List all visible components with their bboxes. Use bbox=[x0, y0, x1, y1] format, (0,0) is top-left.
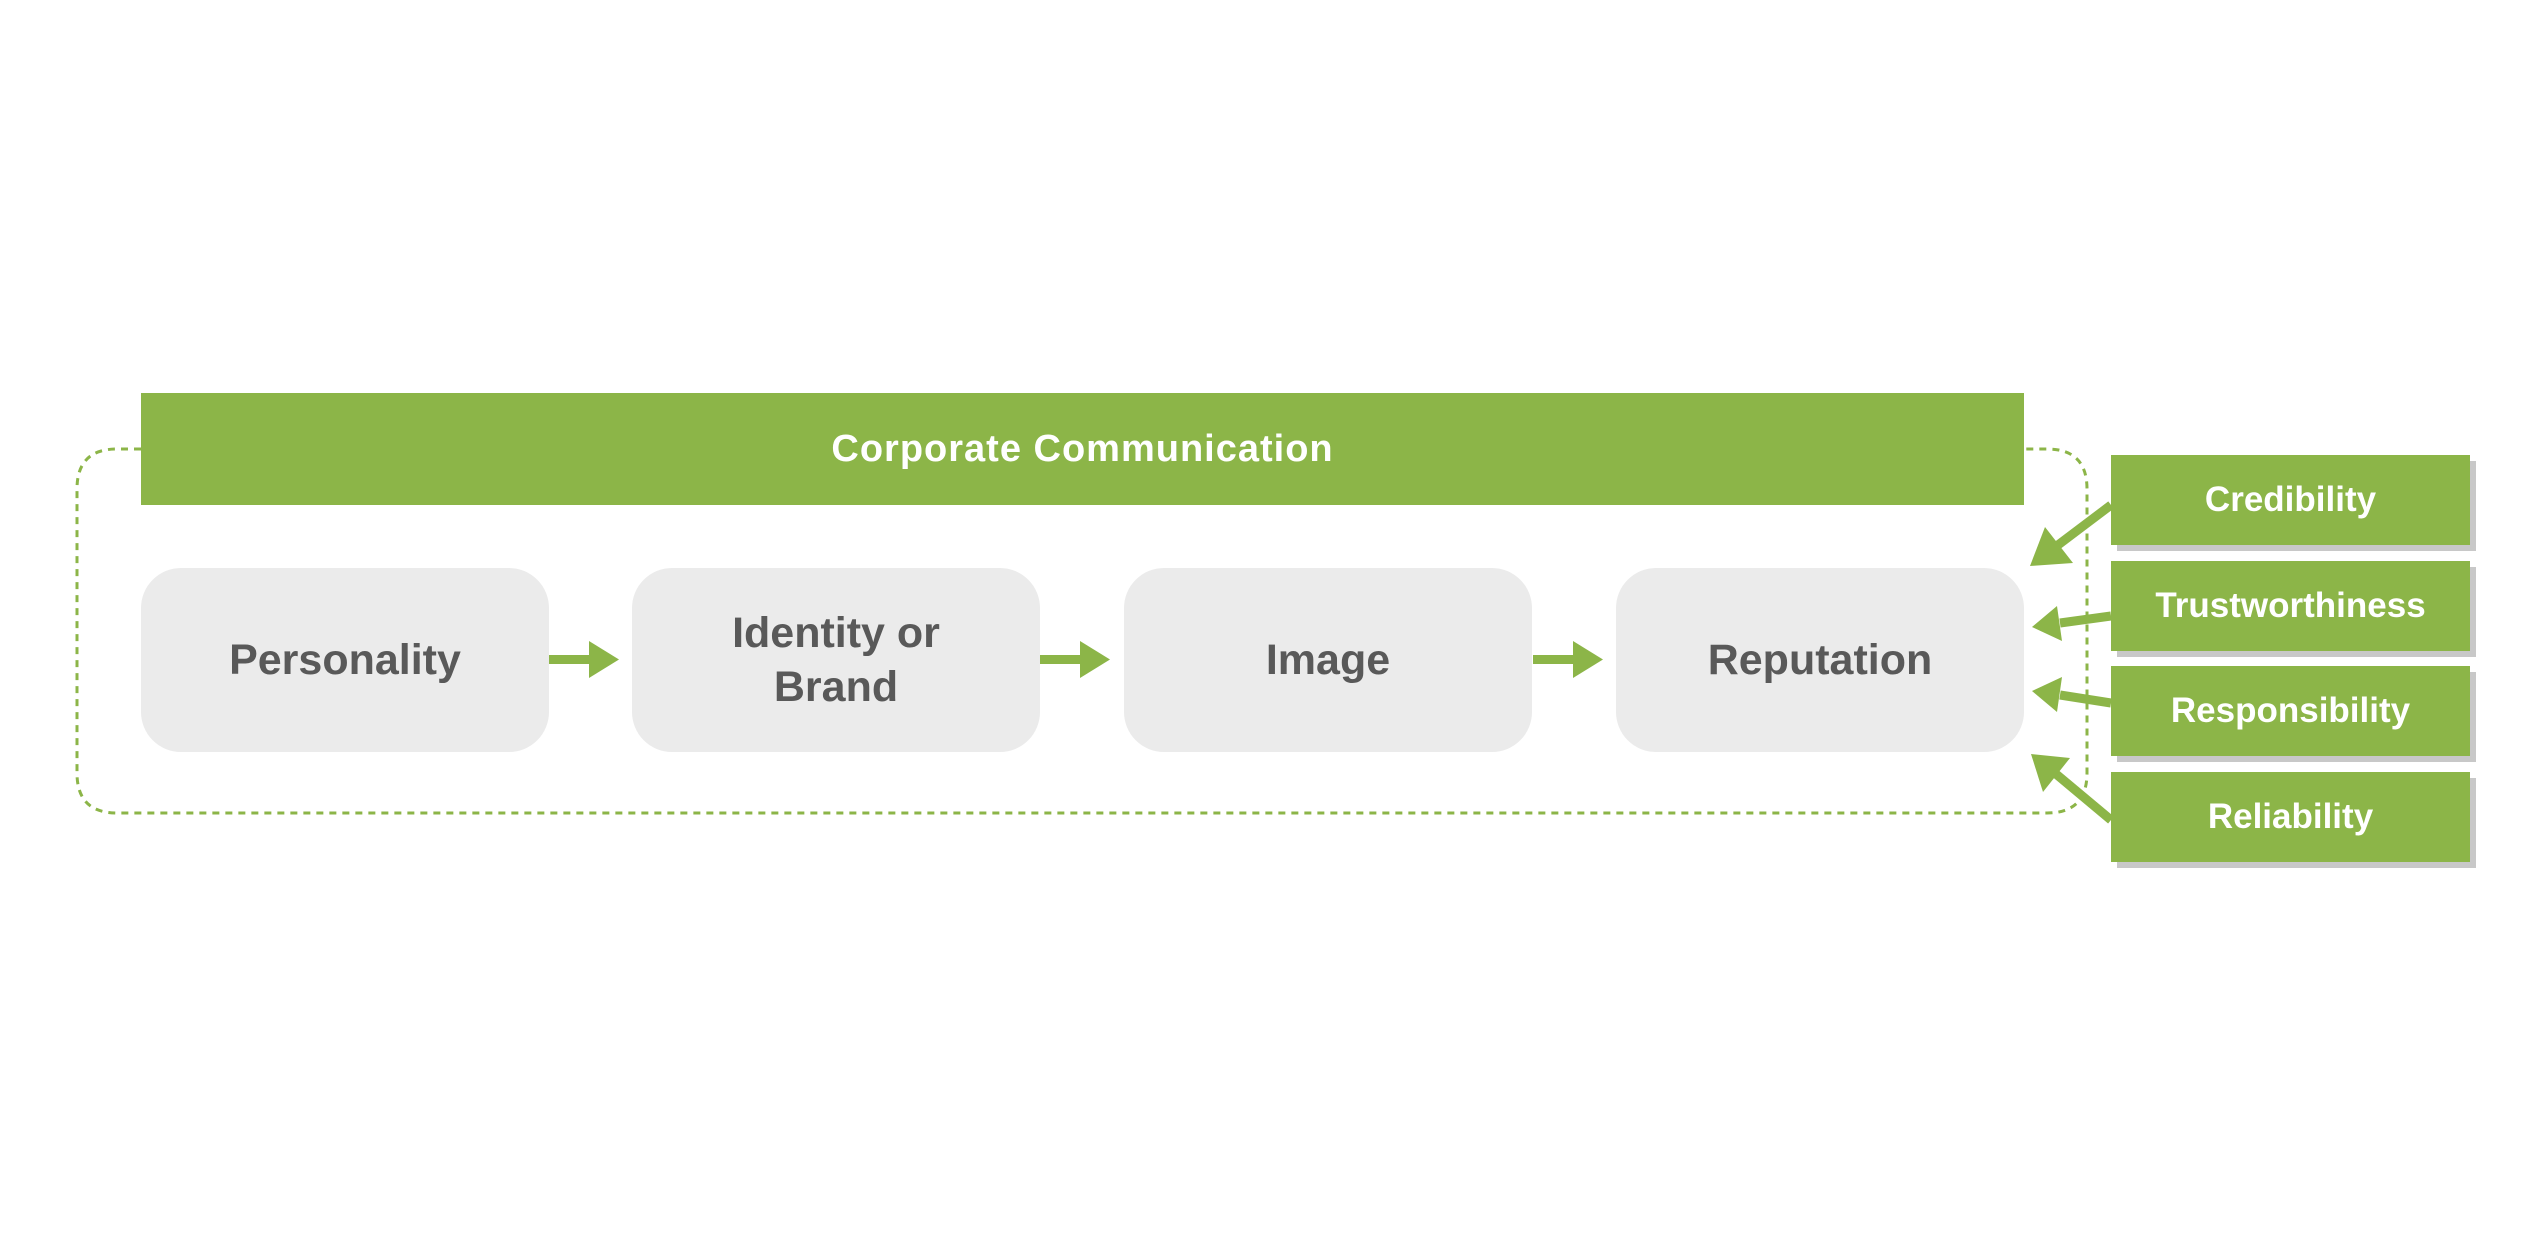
attribute-trustworthiness: Trustworthiness bbox=[2111, 561, 2470, 651]
attribute-label: Trustworthiness bbox=[2155, 586, 2426, 625]
communication-scope-border bbox=[75, 447, 2089, 815]
attribute-label: Responsibility bbox=[2170, 691, 2411, 730]
header-title: Corporate Communication bbox=[831, 427, 1334, 470]
attribute-label: Credibility bbox=[2204, 480, 2377, 519]
stage-label: Identity or Brand bbox=[732, 609, 940, 711]
stage-personality: Personality bbox=[141, 568, 549, 752]
attribute-arrow-trustworthiness bbox=[2032, 606, 2112, 641]
corporate-communication-bar: Corporate Communication bbox=[141, 393, 2024, 505]
attribute-credibility: Credibility bbox=[2111, 455, 2470, 545]
attribute-arrow-credibility bbox=[2030, 501, 2114, 566]
stage-image: Image bbox=[1124, 568, 1532, 752]
stage-identity-or-brand: Identity or Brand bbox=[632, 568, 1040, 752]
attribute-label: Reliability bbox=[2207, 797, 2374, 836]
attribute-arrow-responsibility bbox=[2032, 677, 2112, 712]
flow-arrow-1 bbox=[549, 641, 619, 678]
stage-label: Image bbox=[1265, 636, 1391, 684]
stage-reputation: Reputation bbox=[1616, 568, 2024, 752]
attribute-reliability: Reliability bbox=[2111, 772, 2470, 862]
attribute-arrow-reliability bbox=[2031, 754, 2114, 824]
flow-arrow-2 bbox=[1040, 641, 1110, 678]
flow-arrow-3 bbox=[1533, 641, 1603, 678]
stage-label: Personality bbox=[229, 636, 461, 684]
stage-label: Reputation bbox=[1707, 636, 1933, 684]
attribute-responsibility: Responsibility bbox=[2111, 666, 2470, 756]
